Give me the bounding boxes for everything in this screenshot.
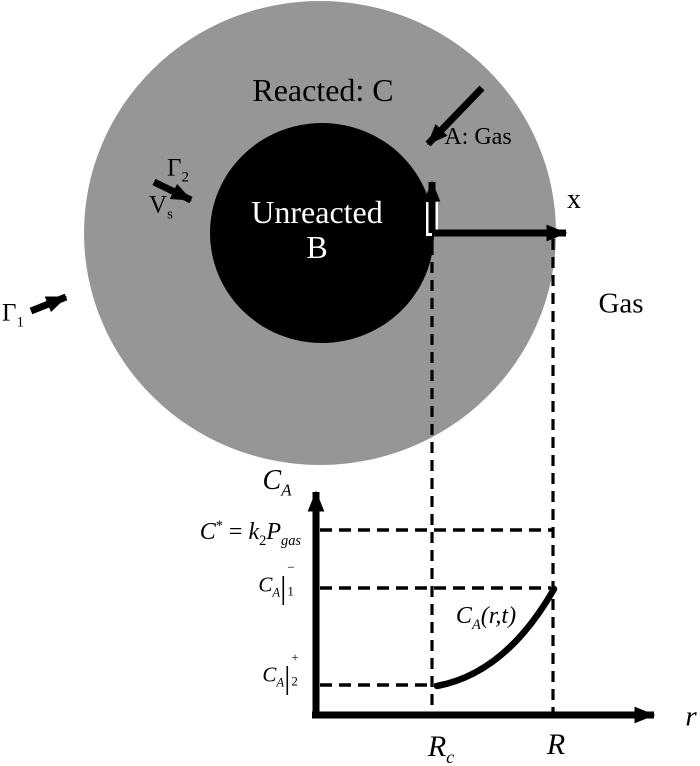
concentration-curve [433,585,558,690]
a-gas-arrow [425,85,485,147]
x-axis-label: x [567,184,581,215]
reacted-shell-label: Reacted: C [252,74,393,106]
gas-region-label: Gas [598,287,644,320]
gamma2-arrow [152,178,193,204]
plot-x-axis-label: r [685,700,697,733]
r-tick-label: R [546,728,566,761]
curve-label: CA(r,t) [455,603,517,633]
unreacted-text: Unreacted [251,194,383,230]
gamma1-arrow [29,293,68,315]
ca-interface-2-label: CA|+2 [262,648,299,696]
reacted-shell-text: Reacted: C [252,72,394,108]
unreacted-b-text: B [306,229,328,265]
gamma1-label: Γ1 [2,299,24,331]
rc-tick-label: Rc [427,730,455,766]
plot-y-axis-label: CA [262,465,292,500]
vs-label: Vs [149,191,173,223]
a-gas-label: A: Gas [444,124,512,150]
gamma2-label: Γ2 [167,154,189,186]
unreacted-core-circle [210,123,434,343]
unreacted-core-label-line2: B [306,231,327,263]
unreacted-core-label-line1: Unreacted [251,196,382,228]
cstar-equation-label: C* = k2Pgas [199,518,301,549]
ca-interface-1-label: CA|−1 [258,558,295,606]
